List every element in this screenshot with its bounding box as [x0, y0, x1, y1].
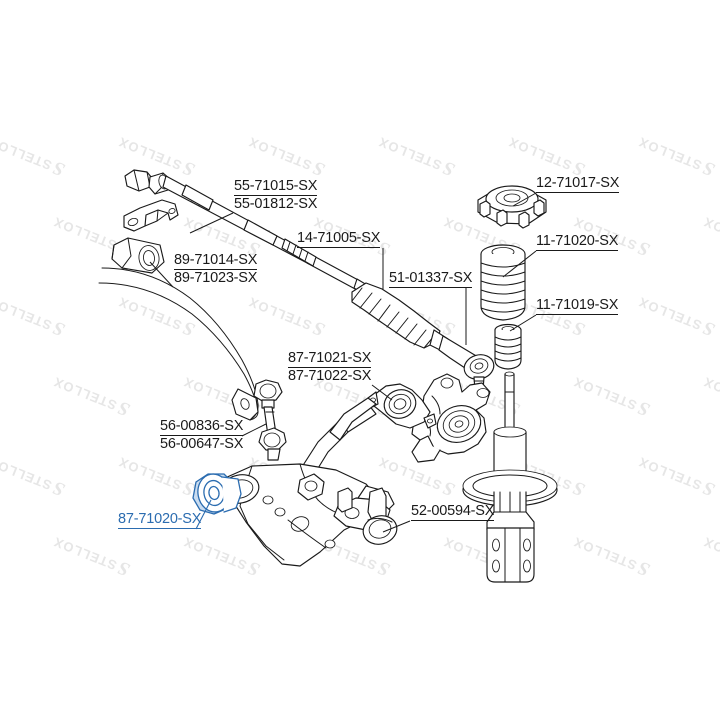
label-52-00594[interactable]: 52-00594-SX	[411, 503, 494, 521]
part-number-text: 52-00594-SX	[411, 503, 495, 521]
leader-line	[382, 520, 411, 533]
part-number-text: 14-71005-SX	[297, 230, 381, 248]
part-bump-stop-small	[494, 323, 522, 370]
part-stabilizer-link	[253, 379, 287, 461]
part-number-text: 56-00647-SX	[160, 436, 244, 452]
part-number-text: 89-71014-SX	[174, 252, 258, 270]
part-number-text: 55-01812-SX	[234, 196, 318, 212]
part-number-text: 11-71020-SX	[536, 233, 619, 251]
part-stabilizer-bar-bushing	[111, 237, 165, 274]
leader-line	[512, 192, 537, 207]
leader-line	[189, 212, 234, 234]
label-11-71019[interactable]: 11-71019-SX	[536, 297, 618, 315]
leader-line	[241, 423, 267, 437]
part-bump-stop-large	[480, 244, 526, 321]
leader-lines	[149, 192, 537, 533]
part-number-text: 12-71017-SX	[536, 175, 620, 193]
leader-line	[149, 261, 174, 288]
part-number-text: 11-71019-SX	[536, 297, 619, 315]
part-stabilizer-bar	[98, 267, 259, 421]
leader-line	[502, 250, 537, 278]
part-number-text: 87-71022-SX	[288, 368, 372, 384]
leader-line	[195, 499, 212, 530]
part-steering-knuckle	[411, 373, 491, 463]
label-14-71005[interactable]: 14-71005-SX	[297, 230, 380, 248]
part-number-text: 55-71015-SX	[234, 178, 318, 196]
part-control-arm-bushing-front-highlighted	[192, 473, 242, 515]
label-51-01337[interactable]: 51-01337-SX	[389, 270, 472, 288]
part-number-text: 56-00836-SX	[160, 418, 244, 436]
part-number-text: 51-01337-SX	[389, 270, 473, 288]
part-control-arm-bushing-rear	[367, 383, 437, 429]
part-number-text: 87-71020-SX	[118, 511, 202, 529]
part-number-text: 87-71021-SX	[288, 350, 372, 368]
leader-line	[371, 384, 393, 401]
part-lower-ball-joint	[333, 487, 398, 545]
label-87-71020[interactable]: 87-71020-SX	[118, 511, 201, 529]
part-stabilizer-bar-bracket	[123, 199, 179, 232]
leader-line	[509, 314, 537, 332]
part-number-text: 89-71023-SX	[174, 270, 258, 286]
label-11-71020[interactable]: 11-71020-SX	[536, 233, 618, 251]
part-shock-absorber-strut	[462, 371, 558, 583]
label-12-71017[interactable]: 12-71017-SX	[536, 175, 619, 193]
part-outer-tie-rod-end	[438, 335, 495, 391]
